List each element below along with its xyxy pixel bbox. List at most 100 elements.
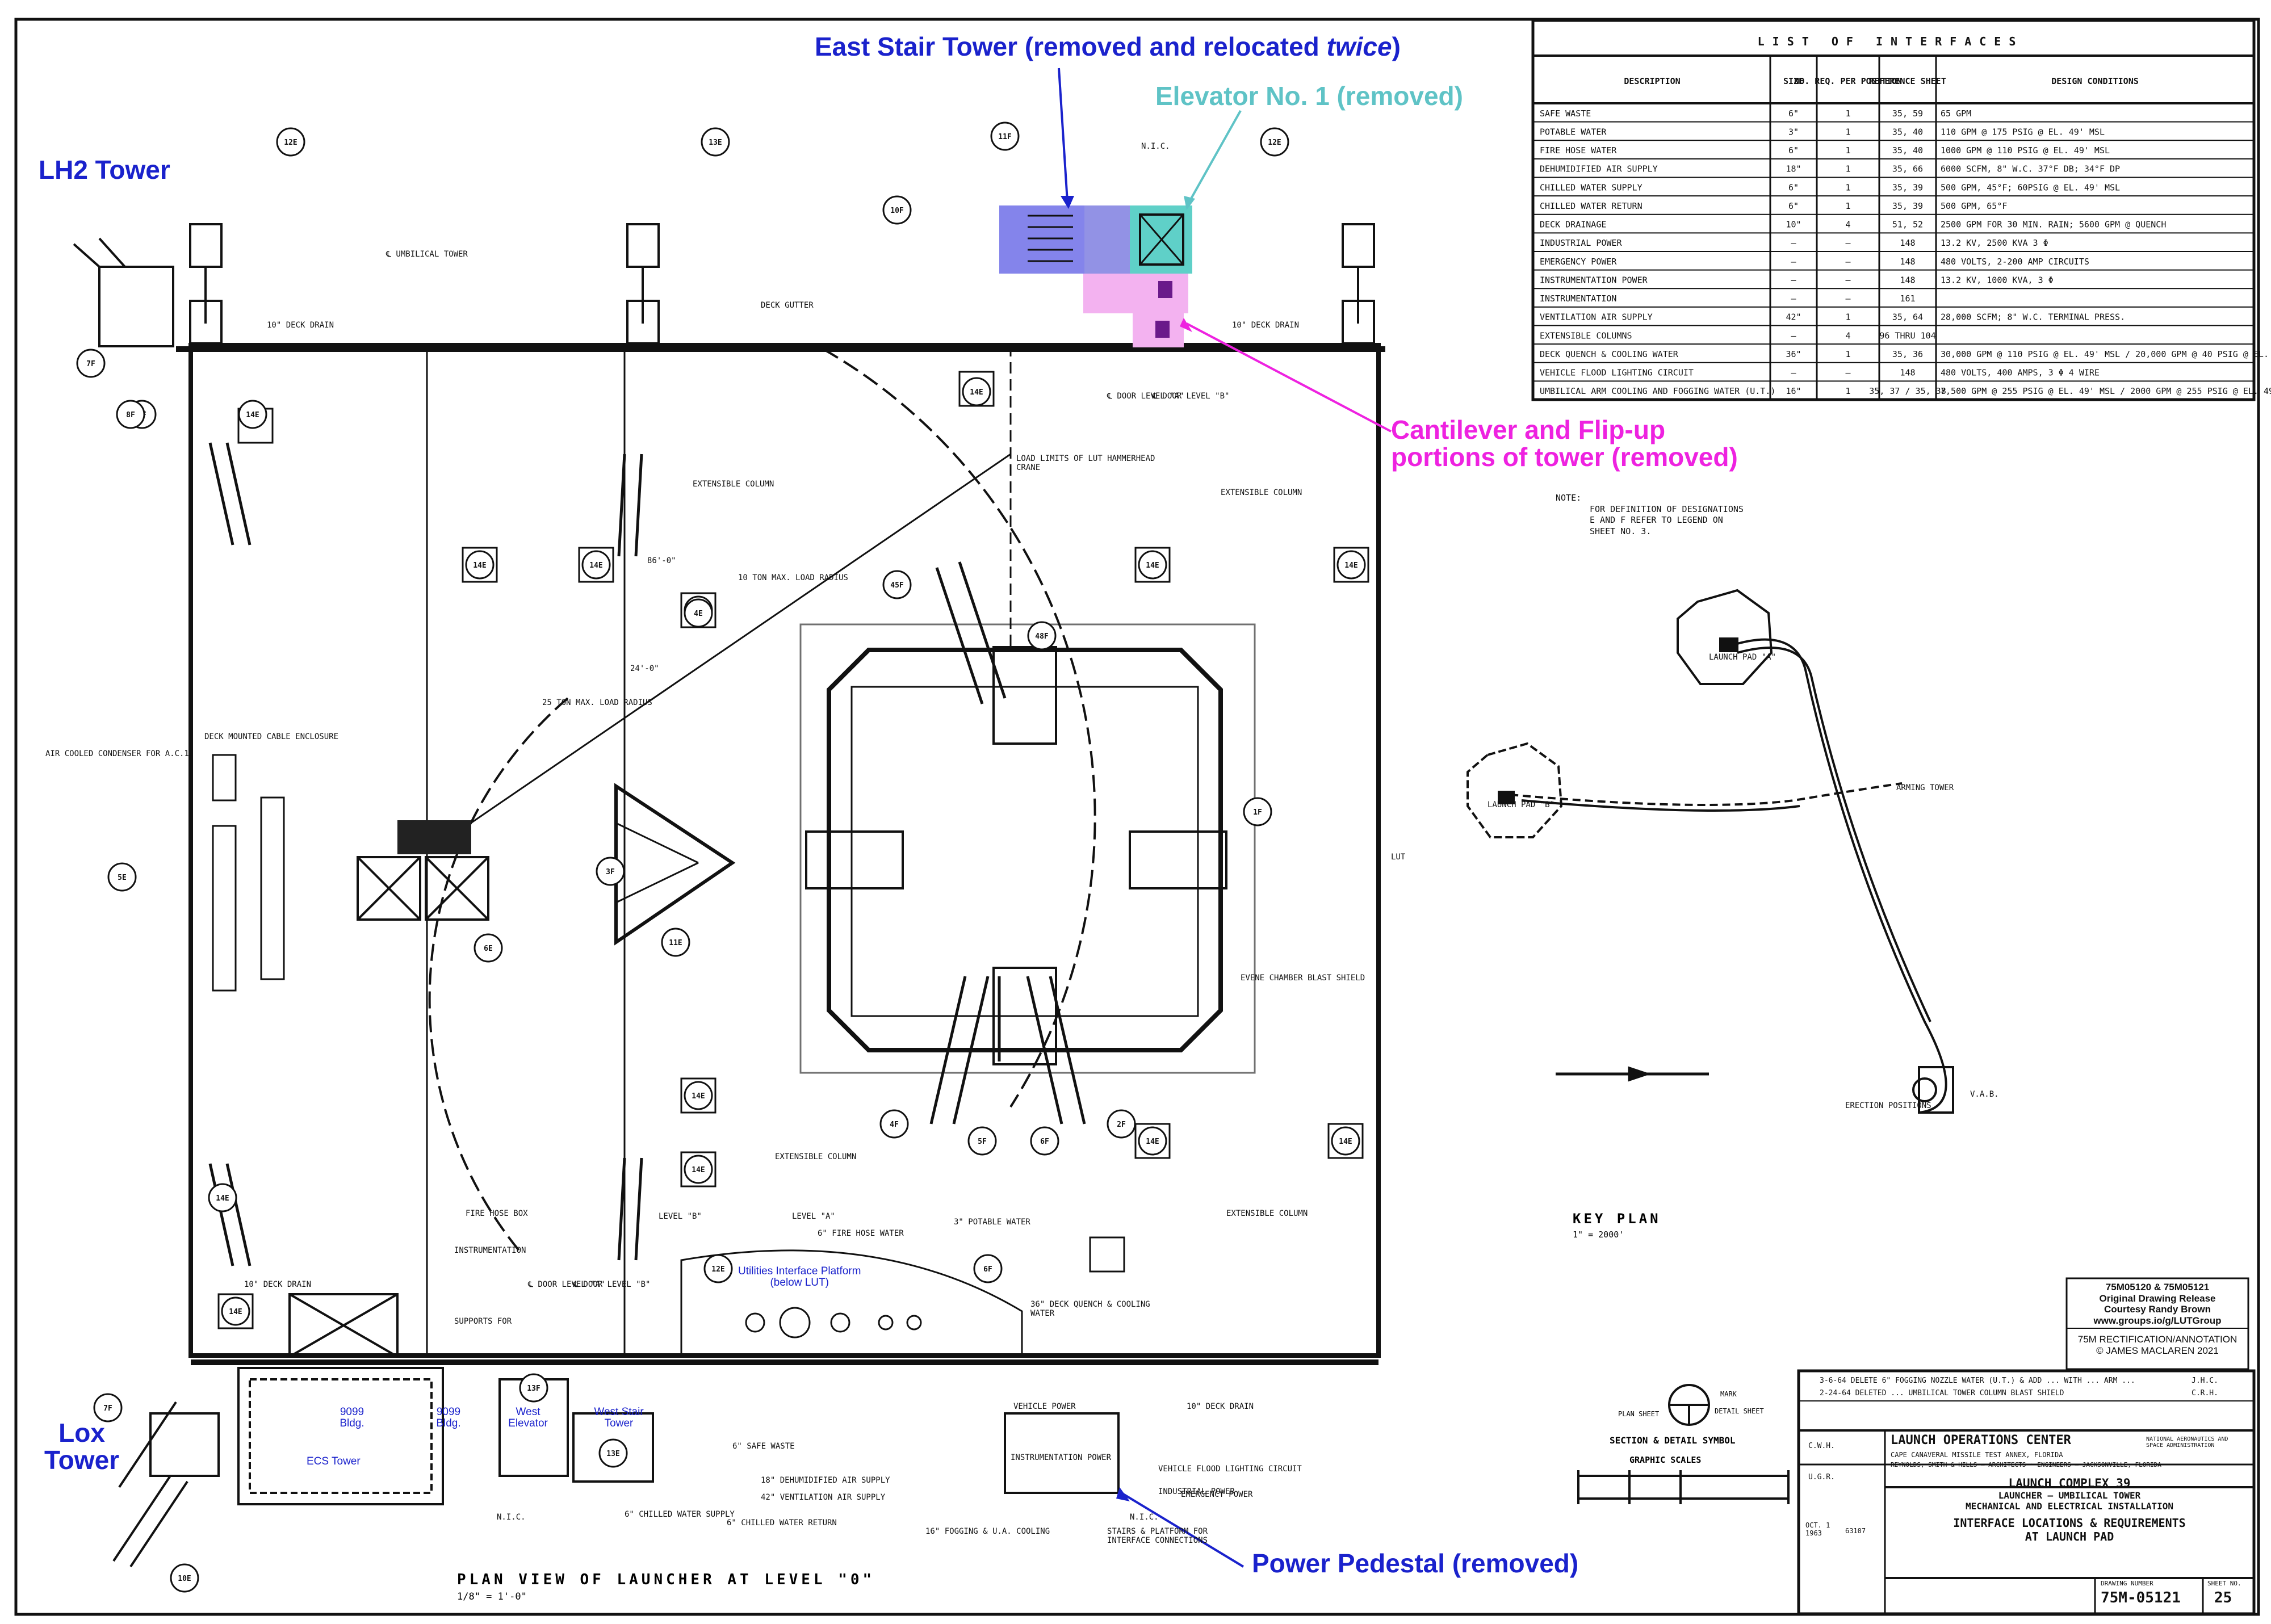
drawing-label-deck-gutter: DECK GUTTER [761,301,814,310]
drawing-label-vehicle-flood: VEHICLE FLOOD LIGHTING CIRCUIT [1158,1464,1302,1474]
table-cell: UMBILICAL ARM COOLING AND FOGGING WATER … [1540,386,1775,396]
drawing-label-extensible-column-1: EXTENSIBLE COLUMN [693,480,774,489]
utilities-platform-label: Utilities Interface Platform (below LUT) [738,1265,861,1289]
detail-bubble [276,127,305,157]
table-cell: 35, 40 [1892,127,1923,137]
interfaces-table-title: LIST OF INTERFACES [1758,35,2024,48]
drawing-label-supports-for: SUPPORTS FOR [454,1317,512,1326]
lh2-tower-annotation: LH2 Tower [39,155,170,184]
tb-sheet-label: SHEET NO. [2207,1580,2241,1587]
table-cell: 161 [1900,293,1915,304]
detail-bubble-label: 8F [126,411,135,419]
key-plan-scale: 1" = 2000' [1573,1229,1624,1240]
table-cell: 148 [1900,275,1915,285]
detail-bubble-label: 14E [589,561,602,570]
tb-rev2: 2-24-64 DELETED ... UMBILICAL TOWER COLU… [1820,1389,2064,1398]
table-cell: 10" [1786,220,1801,230]
detail-bubble [1336,550,1366,580]
detail-bubble [581,550,611,580]
tb-rev1-by: J.H.C. [2192,1377,2218,1385]
title-block-text: LAUNCH OPERATIONS CENTER CAPE CANAVERAL … [1891,1433,2248,1543]
detail-bubble-label: 45F [890,581,904,590]
cantilever-highlight [1083,274,1188,313]
detail-bubble-label: 11E [669,939,682,947]
drawing-label-deck-mounted: DECK MOUNTED CABLE ENCLOSURE [204,732,339,741]
drawing-label-deck-quench: 36" DECK QUENCH & COOLING WATER [1030,1300,1150,1319]
drawing-label-door-a: ℄ DOOR LEVEL "A" [1107,392,1184,401]
drawing-label-load-radius-1: 10 TON MAX. LOAD RADIUS [738,573,848,582]
table-cell: VEHICLE FLOOD LIGHTING CIRCUIT [1540,368,1694,378]
table-cell: 500 GPM, 45°F; 60PSIG @ EL. 49' MSL [1941,182,2120,192]
drawing-label-door-b: ℄ DOOR LEVEL "B" [1153,392,1230,401]
detail-bubble-label: 14E [216,1194,229,1203]
detail-bubble [973,1254,1003,1283]
drawing-label-chilled-return: 6" CHILLED WATER RETURN [727,1518,837,1528]
credits-box [2065,1277,2249,1370]
detail-bubble-label: 14E [473,561,486,570]
detail-bubble [76,349,106,378]
table-cell: 51, 52 [1892,220,1923,230]
table-cell: — [1791,238,1796,248]
table-cell: DEHUMIDIFIED AIR SUPPLY [1540,164,1658,174]
table-cell: 110 GPM @ 175 PSIG @ EL. 49' MSL [1941,127,2105,137]
detail-bubble-label: 6E [484,945,493,953]
detail-bubble-label: 5F [978,1138,987,1146]
detail-bubble [882,195,912,225]
table-header-1: SIZE [1783,76,1804,86]
table-cell: — [1845,238,1851,248]
detail-bubble [107,862,137,892]
tb-drawing-number: 75M-05121 [2101,1589,2181,1606]
detail-bubble [882,570,912,599]
table-cell: 35, 37 / 35, 38 [1869,386,1946,396]
table-cell: — [1845,368,1851,378]
drawing-label-umbilical-tower: ℄ UMBILICAL TOWER [386,250,468,259]
table-cell: 35, 39 [1892,201,1923,211]
table-cell: SAFE WASTE [1540,108,1591,119]
detail-bubble [661,928,690,957]
drawing-label-nic-bottom-1: N.I.C. [497,1513,526,1522]
detail-bubble-label: 2F [1117,1121,1126,1129]
tb-subtitle1: LAUNCHER — UMBILICAL TOWER [1998,1490,2141,1501]
table-cell: 96 THRU 104 [1879,330,1935,341]
table-cell: 6" [1788,108,1799,119]
table-cell: 4 [1845,330,1850,341]
drawing-label-emergency-power: EMERGENCY POWER [1181,1490,1253,1499]
detail-bubble-label: 14E [692,1166,705,1174]
table-cell: 35, 64 [1892,312,1923,322]
table-cell: 1 [1845,145,1850,156]
detail-bubble-label: 14E [692,1092,705,1101]
detail-bubble [684,1081,713,1110]
drawing-label-door-a-bottom: ℄ DOOR LEVEL "A" [528,1280,605,1289]
detail-bubble-label: 14E [1339,1138,1352,1146]
detail-bubble [684,598,713,628]
tb-number: 63107 [1845,1527,1866,1535]
west-stair-tower-label: West Stair Tower [594,1406,644,1429]
drawing-label-door-b-bottom: ℄ DOOR LEVEL "B" [573,1280,651,1289]
drawing-label-lut: LUT [1391,853,1406,862]
table-cell: EMERGENCY POWER [1540,257,1617,267]
tb-date: OCT. 1 1963 [1805,1521,1830,1537]
annotation-pointers [1058,68,1392,1568]
detail-bubble [1138,550,1167,580]
table-cell: 1 [1845,182,1850,192]
table-cell: POTABLE WATER [1540,127,1607,137]
detail-bubble-label: 3F [606,868,615,876]
table-cell: INSTRUMENTATION [1540,293,1616,304]
detail-bubble-label: 14E [1146,561,1159,570]
detail-bubble-label: 14E [246,411,259,419]
drawing-label-deck-drain-bottom: 10" DECK DRAIN [244,1280,312,1289]
table-cell: 35, 59 [1892,108,1923,119]
drawing-label-stairs-platform: STAIRS & PLATFORM FOR INTERFACE CONNECTI… [1107,1527,1208,1546]
note-line: NOTE: [1556,493,1582,503]
table-cell: — [1791,368,1796,378]
drawing-label-load-limits: LOAD LIMITS OF LUT HAMMERHEAD CRANE [1016,454,1155,473]
detail-bubble-label: 1F [1253,808,1262,817]
detail-bubble-label: 4E [694,610,703,618]
drawing-label-vab: V.A.B. [1970,1090,1999,1099]
credits-annotation: 75M RECTIFICATION/ANNOTATION © JAMES MAC… [2077,1334,2238,1356]
table-cell: 6" [1788,182,1799,192]
exhaust-opening [799,623,1256,1074]
detail-bubble-label: 14E [1344,561,1357,570]
